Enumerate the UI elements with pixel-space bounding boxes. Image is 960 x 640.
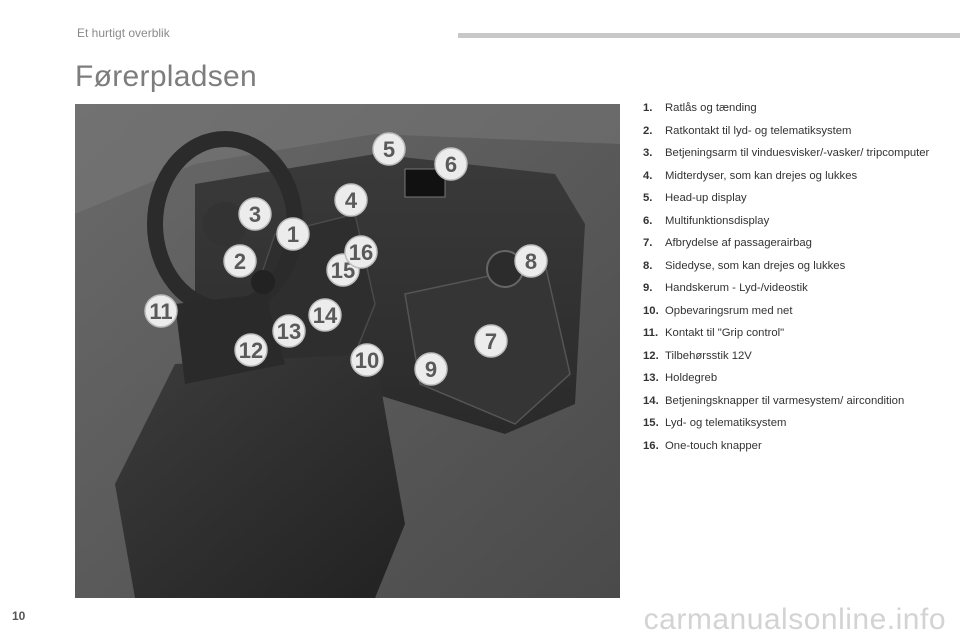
legend-item: 8. Sidedyse, som kan drejes og lukkes: [643, 259, 953, 275]
page-number: 10: [12, 609, 26, 623]
svg-text:5: 5: [383, 137, 395, 162]
legend-item: 6. Multifunktionsdisplay: [643, 214, 953, 230]
legend-item: 11. Kontakt til "Grip control": [643, 326, 953, 342]
svg-text:6: 6: [445, 152, 457, 177]
legend-number: 9.: [643, 282, 653, 294]
svg-text:13: 13: [277, 319, 301, 344]
legend-item: 16. One-touch knapper: [643, 439, 953, 455]
legend-text: Handskerum - Lyd-/videostik: [665, 282, 808, 294]
svg-text:16: 16: [349, 240, 373, 265]
legend-text: Betjeningsarm til vinduesvisker/-vasker/…: [665, 147, 930, 159]
callout-4: 4: [334, 183, 368, 217]
legend-number: 15.: [643, 417, 659, 429]
legend-text: Afbrydelse af passagerairbag: [665, 237, 812, 249]
callout-13: 13: [272, 314, 306, 348]
legend-list: 1. Ratlås og tænding 2. Ratkontakt til lyd…: [643, 101, 953, 461]
legend-number: 10.: [643, 304, 659, 317]
legend-number: 13.: [643, 372, 659, 384]
svg-text:14: 14: [313, 303, 338, 328]
callout-11: 11: [144, 294, 178, 328]
legend-item: 4. Midterdyser, som kan drejes og lukkes: [643, 169, 953, 185]
svg-text:3: 3: [249, 202, 261, 227]
callout-7: 7: [474, 324, 508, 358]
dashboard-drawing: 1 2 3 4 5 6 7 8 9 10 11 12 13 14 15 16: [75, 104, 620, 598]
svg-text:11: 11: [149, 299, 172, 324]
legend-text: One-touch knapper: [665, 439, 762, 452]
legend-text: Lyd- og telematiksystem: [665, 417, 787, 429]
svg-text:12: 12: [239, 338, 263, 363]
legend-item: 15. Lyd- og telematiksystem: [643, 416, 953, 432]
watermark: carmanualsonline.info: [643, 603, 946, 636]
legend-item: 9. Handskerum - Lyd-/videostik: [643, 281, 953, 297]
legend-text: Midterdyser, som kan drejes og lukkes: [665, 169, 858, 182]
svg-text:2: 2: [234, 249, 246, 274]
legend-text: Kontakt til "Grip control": [665, 327, 785, 339]
legend-number: 8.: [643, 259, 653, 272]
callout-14: 14: [308, 298, 342, 332]
section-label: Et hurtigt overblik: [77, 26, 170, 40]
dashboard-illustration: 1 2 3 4 5 6 7 8 9 10 11 12 13 14 15 16: [75, 104, 620, 598]
legend-item: 5. Head-up display: [643, 191, 953, 207]
callout-10: 10: [350, 343, 384, 377]
svg-text:1: 1: [287, 222, 299, 247]
legend-number: 5.: [643, 192, 653, 204]
legend-number: 7.: [643, 237, 653, 249]
page-title: Førerpladsen: [75, 60, 258, 93]
legend-number: 4.: [643, 169, 653, 182]
svg-text:9: 9: [425, 357, 437, 382]
legend-item: 14. Betjeningsknapper til varmesystem/ ai…: [643, 394, 953, 410]
callout-2: 2: [223, 244, 257, 278]
callout-9: 9: [414, 352, 448, 386]
legend-number: 2.: [643, 124, 653, 137]
legend-text: Multifunktionsdisplay: [665, 214, 770, 227]
legend-number: 16.: [643, 439, 659, 452]
legend-item: 2. Ratkontakt til lyd- og telematiksystem: [643, 124, 953, 140]
legend-text: Sidedyse, som kan drejes og lukkes: [665, 259, 846, 272]
legend-number: 12.: [643, 349, 659, 362]
legend-number: 3.: [643, 147, 653, 159]
legend-item: 3. Betjeningsarm til vinduesvisker/-vaske…: [643, 146, 953, 162]
callout-5: 5: [372, 132, 406, 166]
legend-text: Opbevaringsrum med net: [665, 304, 793, 317]
legend-item: 12. Tilbehørsstik 12V: [643, 349, 953, 365]
legend-text: Head-up display: [665, 192, 747, 204]
svg-text:10: 10: [355, 348, 379, 373]
svg-text:4: 4: [345, 188, 358, 213]
svg-text:7: 7: [485, 329, 497, 354]
legend-text: Betjeningsknapper til varmesystem/ airco…: [665, 394, 905, 407]
callout-3: 3: [238, 197, 272, 231]
legend-number: 6.: [643, 214, 653, 227]
legend-item: 10. Opbevaringsrum med net: [643, 304, 953, 320]
callout-8: 8: [514, 244, 548, 278]
legend-number: 1.: [643, 102, 653, 114]
legend-text: Ratkontakt til lyd- og telematiksystem: [665, 124, 852, 137]
legend-number: 11.: [643, 327, 659, 339]
svg-text:8: 8: [525, 249, 537, 274]
header-rule: [458, 33, 960, 38]
legend-item: 13. Holdegreb: [643, 371, 953, 387]
legend-number: 14.: [643, 394, 659, 407]
legend-item: 7. Afbrydelse af passagerairbag: [643, 236, 953, 252]
callout-12: 12: [234, 333, 268, 367]
callout-16: 16: [344, 235, 378, 269]
legend-text: Holdegreb: [665, 372, 718, 384]
callout-1: 1: [276, 217, 310, 251]
legend-text: Ratlås og tænding: [665, 102, 757, 114]
legend-item: 1. Ratlås og tænding: [643, 101, 953, 117]
legend-text: Tilbehørsstik 12V: [665, 349, 752, 362]
callout-6: 6: [434, 147, 468, 181]
